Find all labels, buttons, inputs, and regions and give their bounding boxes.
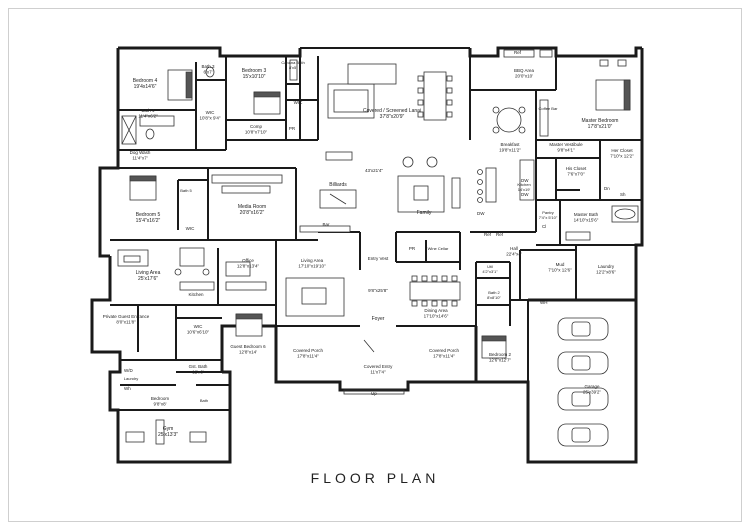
room-label-bath6: Bath <box>200 398 208 403</box>
fixture-labels: Ref DW DW DW Ref Ref Up Dn WH Sh Cl W/D … <box>124 50 626 396</box>
sh-label: Sh <box>620 192 626 197</box>
toilet-icon <box>205 66 215 78</box>
dn-label: Dn <box>604 186 610 191</box>
kitchen-island-icon <box>485 167 497 203</box>
interior-walls <box>110 56 642 411</box>
room-label-foyerDims: 9'8"x25'8" <box>368 288 388 293</box>
room-label-entry: Entry Vest <box>368 256 389 261</box>
round-table-icon <box>496 107 522 133</box>
dw-label-3: DW <box>521 192 529 197</box>
ref-label-2: Ref <box>484 232 492 237</box>
dw-label: DW <box>477 211 485 216</box>
car-icon <box>557 423 609 447</box>
room-label-billiards: Billiards <box>329 182 347 188</box>
room-label-great: 43'x21'4" <box>365 168 383 173</box>
dw-label-2: DW <box>521 178 529 183</box>
furniture <box>117 49 639 447</box>
room-label-wic3: WIC <box>186 226 195 231</box>
room-label-foyer: Foyer <box>372 316 385 322</box>
room-label-pr2: PR <box>409 246 416 251</box>
room-label-pr1: PR <box>289 126 296 131</box>
car-icon <box>557 387 609 411</box>
ref-label: Ref <box>514 50 522 55</box>
page-frame <box>8 8 742 522</box>
room-label-bath5: Bath 5 <box>180 188 192 193</box>
exterior-walls <box>90 46 644 464</box>
room-label-bar: Bar <box>322 222 330 227</box>
room-label-laundry2: Laundry <box>124 376 138 381</box>
car-icon <box>557 317 609 341</box>
plan-title: FLOOR PLAN <box>310 470 440 486</box>
room-label-kitchenette: Kitchen <box>188 292 204 297</box>
room-label-coffee: Coffee Bar <box>538 106 558 111</box>
ref-label-3: Ref <box>496 232 504 237</box>
room-label-wic2: WIC <box>294 100 303 105</box>
room-label-family: Family <box>417 210 432 216</box>
floor-plan-drawing: Bedroom 419'4x14'6" Bath 36'x7' Bedroom 31… <box>90 46 644 464</box>
desk-icon <box>225 261 251 277</box>
wh-label: WH <box>540 300 548 305</box>
dining-table-icon <box>423 71 447 121</box>
wh2-label: Wh <box>124 386 131 391</box>
table-icon <box>179 247 205 267</box>
cl-label: Cl <box>542 224 546 229</box>
car-icon <box>557 351 609 375</box>
dining-table-icon-2 <box>409 281 461 301</box>
up-label: Up <box>371 391 377 396</box>
wd-label: W/D <box>124 368 133 373</box>
room-label-wine: Wine Cellar <box>428 246 449 251</box>
